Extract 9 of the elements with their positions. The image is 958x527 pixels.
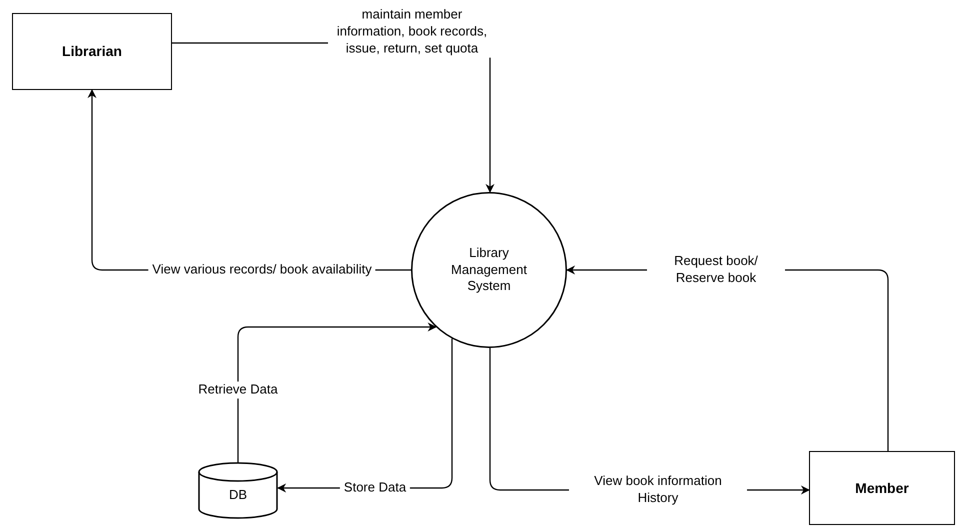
external-entity-box (12, 13, 172, 90)
edge-label: View various records/ book availability (148, 262, 376, 278)
node-label: Librarian (62, 42, 122, 61)
edge-label: View book information History (569, 473, 747, 507)
node-label: Library Management System (450, 244, 528, 296)
node-label: Member (855, 478, 909, 498)
external-entity-box (809, 451, 955, 525)
arrow (237, 322, 437, 463)
node-label: DB (228, 486, 248, 504)
